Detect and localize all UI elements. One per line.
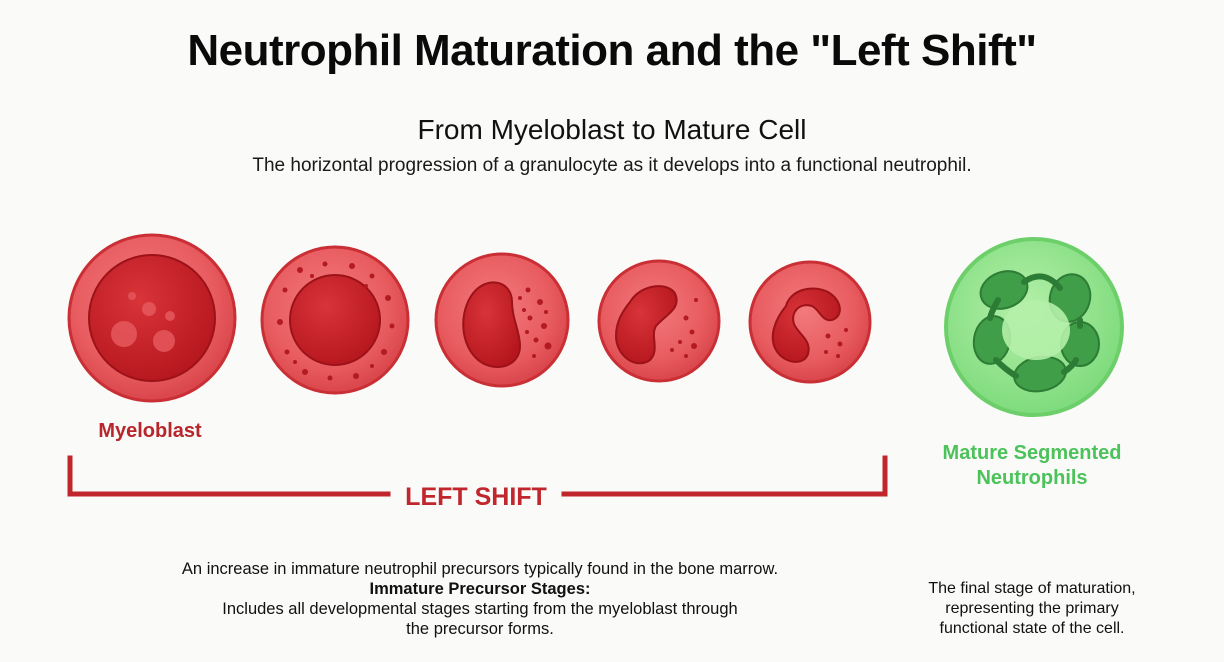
left-shift-note-line2: Includes all developmental stages starti… [222,600,738,618]
mature-note-line2: representing the primary [945,600,1119,617]
myeloblast-label: Myeloblast [98,420,202,442]
left-shift-note-line1: An increase in immature neutrophil precu… [181,560,779,578]
metamyelocyte-cell [597,259,721,383]
page-description: The horizontal progression of a granuloc… [252,155,972,176]
mature-label-line1: Mature Segmented [942,442,1122,464]
mature-description: The final stage of maturation, represent… [900,579,1164,639]
mature-neutrophil-cell [944,237,1124,417]
mature-note-line1: The final stage of maturation, [928,580,1136,597]
immature-stages-heading: Immature Precursor Stages: [369,580,591,598]
mature-neutrophils-label: Mature Segmented Neutrophils [912,441,1152,491]
page-title: Neutrophil Maturation and the "Left Shif… [187,26,1037,75]
mature-note-line3: functional state of the cell. [939,620,1125,637]
promyelocyte-cell [260,245,410,395]
myelocyte-cell [434,252,570,388]
left-shift-bracket [67,455,888,497]
band-cell [748,260,872,384]
left-shift-label: LEFT SHIFT [405,483,547,511]
mature-label-line2: Neutrophils [976,467,1088,489]
page-subtitle: From Myeloblast to Mature Cell [417,114,807,145]
left-shift-description: An increase in immature neutrophil precu… [140,559,820,639]
myeloblast-cell [67,233,237,403]
left-shift-note-line3: the precursor forms. [406,620,554,638]
